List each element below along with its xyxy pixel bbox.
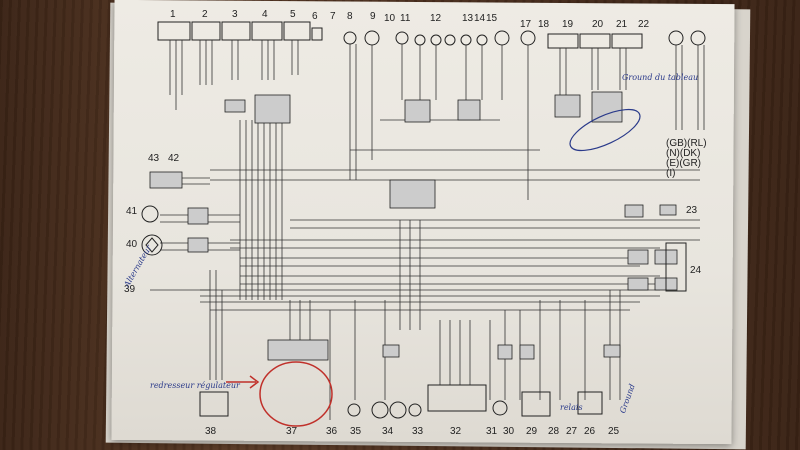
- label-10: 10: [384, 13, 396, 24]
- wires-horizontal: [150, 119, 700, 311]
- legend-line-4: (I): [666, 168, 675, 179]
- legend-line-1: (GB)(RL): [666, 138, 707, 149]
- wires-vertical: [169, 40, 705, 420]
- connector-blocks: [149, 91, 678, 361]
- label-40: 40: [126, 239, 138, 250]
- label-3: 3: [232, 9, 238, 20]
- blue-circle-annotation: [569, 108, 641, 152]
- red-circle-annotation: [259, 361, 333, 427]
- label-13: 13: [462, 13, 474, 24]
- legend-line-3: (E)(GR): [666, 158, 701, 169]
- label-18: 18: [538, 19, 550, 30]
- label-21: 21: [616, 19, 628, 30]
- note-regulator: redresseur régulateur: [150, 381, 241, 390]
- label-8: 8: [347, 11, 353, 22]
- label-5: 5: [290, 9, 296, 20]
- label-33: 33: [412, 426, 424, 437]
- label-35: 35: [350, 426, 362, 437]
- label-41: 41: [126, 206, 138, 217]
- label-29: 29: [526, 426, 538, 437]
- label-25: 25: [608, 426, 620, 437]
- label-12: 12: [430, 13, 442, 24]
- note-right: Ground du tableau: [622, 73, 698, 82]
- label-14: 14: [474, 13, 486, 24]
- label-2: 2: [202, 9, 208, 20]
- label-11: 11: [400, 13, 411, 24]
- red-annotations: [226, 361, 333, 427]
- label-39: 39: [124, 284, 136, 295]
- label-34: 34: [382, 426, 394, 437]
- label-32: 32: [450, 426, 462, 437]
- label-6: 6: [312, 11, 318, 22]
- label-31: 31: [486, 426, 498, 437]
- label-23: 23: [686, 205, 698, 216]
- label-37: 37: [286, 426, 298, 437]
- label-27: 27: [566, 426, 578, 437]
- label-1: 1: [170, 9, 176, 20]
- label-26: 26: [584, 426, 596, 437]
- label-17: 17: [520, 19, 532, 30]
- legend: (GB)(RL) (N)(DK) (E)(GR) (I): [666, 138, 707, 179]
- component-symbols: [141, 205, 687, 419]
- legend-line-2: (N)(DK): [666, 148, 700, 159]
- note-relay: relais: [560, 403, 583, 412]
- label-9: 9: [370, 11, 376, 22]
- label-22: 22: [638, 19, 650, 30]
- label-38: 38: [205, 426, 217, 437]
- label-19: 19: [562, 19, 574, 30]
- red-arrow-annotation: [226, 375, 260, 389]
- printed-numbers: 1 2 3 4 5 6 7 8 9 10 11 12 13 14 15 17 1…: [124, 9, 702, 437]
- label-7: 7: [330, 11, 336, 22]
- label-15: 15: [486, 13, 498, 24]
- label-36: 36: [326, 426, 338, 437]
- label-43: 43: [148, 153, 160, 164]
- label-4: 4: [262, 9, 268, 20]
- label-24: 24: [690, 265, 702, 276]
- label-42: 42: [168, 153, 180, 164]
- label-20: 20: [592, 19, 604, 30]
- label-30: 30: [503, 426, 515, 437]
- label-28: 28: [548, 426, 560, 437]
- note-bottom: Ground: [618, 383, 637, 415]
